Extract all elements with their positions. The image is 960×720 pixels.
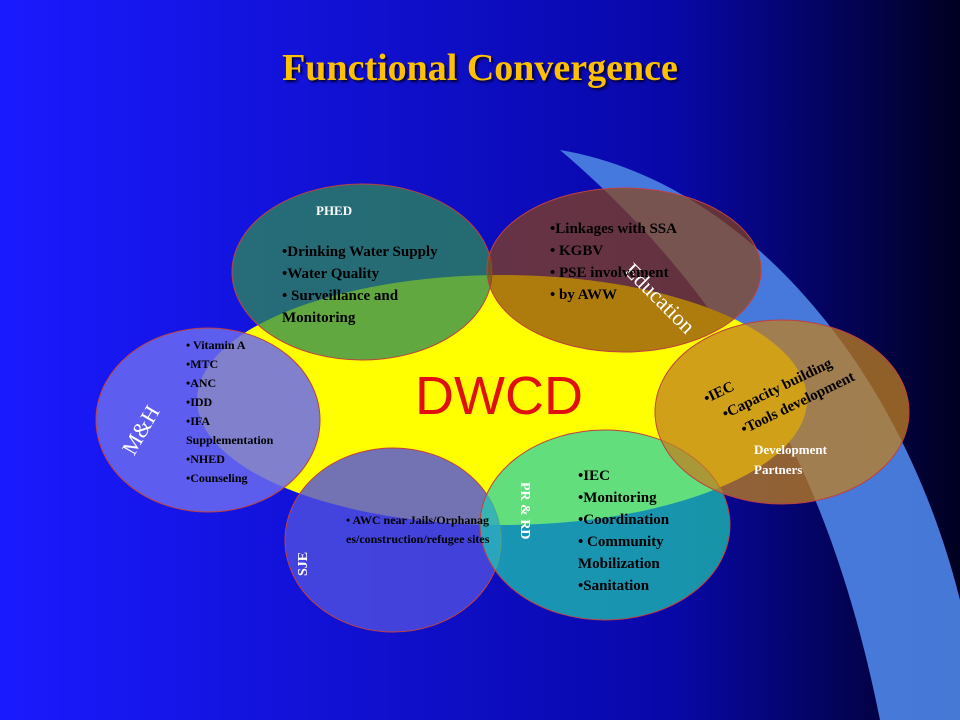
decorative-swoosh (560, 150, 960, 720)
list-item: AWC near Jails/Orphanages/construction/r… (346, 511, 494, 549)
mh-list: Vitamin A MTC ANC IDD IFA Supplementatio… (186, 336, 316, 488)
list-item: IDD (186, 393, 316, 412)
list-item: by AWW (550, 284, 700, 306)
list-item: IEC (578, 465, 718, 487)
list-item: NHED (186, 450, 316, 469)
list-item: Counseling (186, 469, 316, 488)
slide-title: Functional Convergence (282, 47, 678, 89)
prrd-label: PR & RD (517, 482, 532, 540)
list-item: Monitoring (578, 487, 718, 509)
phed-list: Drinking Water Supply Water Quality Surv… (282, 241, 492, 329)
list-item: Sanitation (578, 575, 718, 597)
prrd-list: IEC Monitoring Coordination Community Mo… (578, 465, 718, 597)
list-item: Linkages with SSA (550, 218, 700, 240)
list-item: Community Mobilization (578, 531, 718, 575)
sje-label: SJE (296, 551, 311, 576)
list-item: Water Quality (282, 263, 492, 285)
development-partners-label: Development Partners (754, 442, 827, 477)
list-item: PSE involvement (550, 262, 700, 284)
list-item: MTC (186, 355, 316, 374)
list-item: ANC (186, 374, 316, 393)
list-item: Surveillance and Monitoring (282, 285, 442, 329)
center-label: DWCD (415, 366, 583, 426)
sje-list: AWC near Jails/Orphanages/construction/r… (346, 511, 494, 549)
list-item: Vitamin A (186, 336, 316, 355)
list-item: IFA Supplementation (186, 412, 286, 450)
list-item: Coordination (578, 509, 718, 531)
phed-label: PHED (316, 203, 353, 218)
list-item: KGBV (550, 240, 700, 262)
education-list: Linkages with SSA KGBV PSE involvement b… (550, 218, 700, 306)
list-item: Drinking Water Supply (282, 241, 492, 263)
